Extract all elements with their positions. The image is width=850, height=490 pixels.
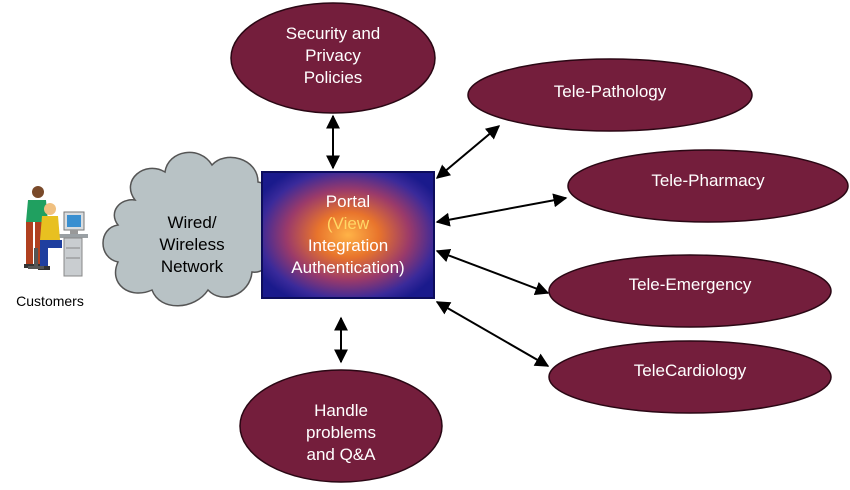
svg-text:Wired/: Wired/ — [167, 213, 216, 232]
svg-text:Tele-Emergency: Tele-Emergency — [629, 275, 752, 294]
portal-label: Portal (View Integration Authentication) — [291, 192, 404, 277]
node-pathology: Tele-Pathology — [467, 58, 753, 132]
network-label: Wired/ Wireless Network — [159, 213, 224, 276]
network-cloud — [102, 151, 278, 307]
node-security: Security and Privacy Policies — [230, 2, 436, 114]
svg-text:Tele-Pathology: Tele-Pathology — [554, 82, 667, 101]
arrow-portal-pharmacy — [435, 193, 568, 227]
portal-box — [261, 171, 435, 299]
svg-text:Policies: Policies — [304, 68, 363, 87]
svg-text:Wireless: Wireless — [159, 235, 224, 254]
svg-text:Security and: Security and — [286, 24, 381, 43]
svg-text:(View: (View — [327, 214, 370, 233]
svg-text:Privacy: Privacy — [305, 46, 361, 65]
svg-text:problems: problems — [306, 423, 376, 442]
arrow-portal-pathology — [435, 125, 501, 179]
customers-label: Customers — [16, 293, 84, 309]
svg-text:Portal: Portal — [326, 192, 370, 211]
svg-text:Handle: Handle — [314, 401, 368, 420]
svg-text:Tele-Pharmacy: Tele-Pharmacy — [651, 171, 765, 190]
arrow-portal-emergency — [435, 248, 550, 296]
svg-text:Integration: Integration — [308, 236, 388, 255]
connectors — [326, 114, 568, 367]
svg-text:Network: Network — [161, 257, 224, 276]
svg-text:Authentication): Authentication) — [291, 258, 404, 277]
node-cardiology: TeleCardiology — [548, 340, 832, 414]
svg-text:and Q&A: and Q&A — [307, 445, 377, 464]
node-handle: Handle problems and Q&A — [239, 369, 443, 483]
svg-text:TeleCardiology: TeleCardiology — [634, 361, 747, 380]
node-pharmacy: Tele-Pharmacy — [567, 149, 849, 223]
people-at-computer-icon — [24, 186, 88, 277]
node-emergency: Tele-Emergency — [548, 254, 832, 328]
arrow-portal-cardiology — [435, 301, 550, 367]
